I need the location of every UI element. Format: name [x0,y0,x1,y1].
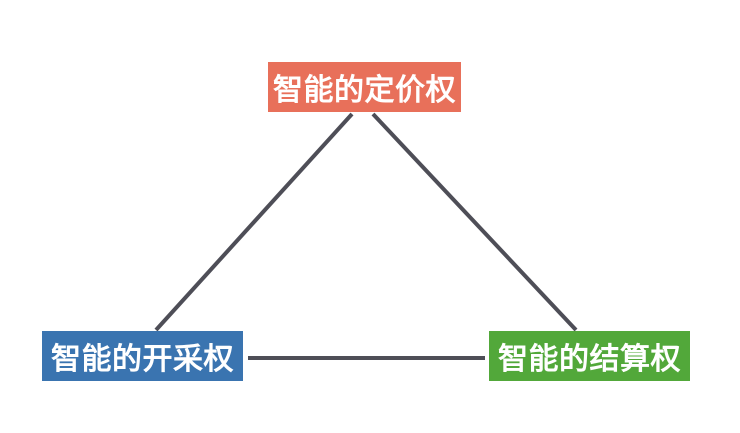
node-mining[interactable]: 智能的开采权 [42,331,243,381]
node-mining-label: 智能的开采权 [51,342,234,377]
node-settlement[interactable]: 智能的结算权 [489,331,690,381]
node-pricing-label: 智能的定价权 [273,73,456,108]
edge-pricing-mining [154,112,354,332]
node-settlement-label: 智能的结算权 [498,342,681,377]
edge-pricing-settlement [371,112,578,332]
node-pricing[interactable]: 智能的定价权 [268,62,461,112]
